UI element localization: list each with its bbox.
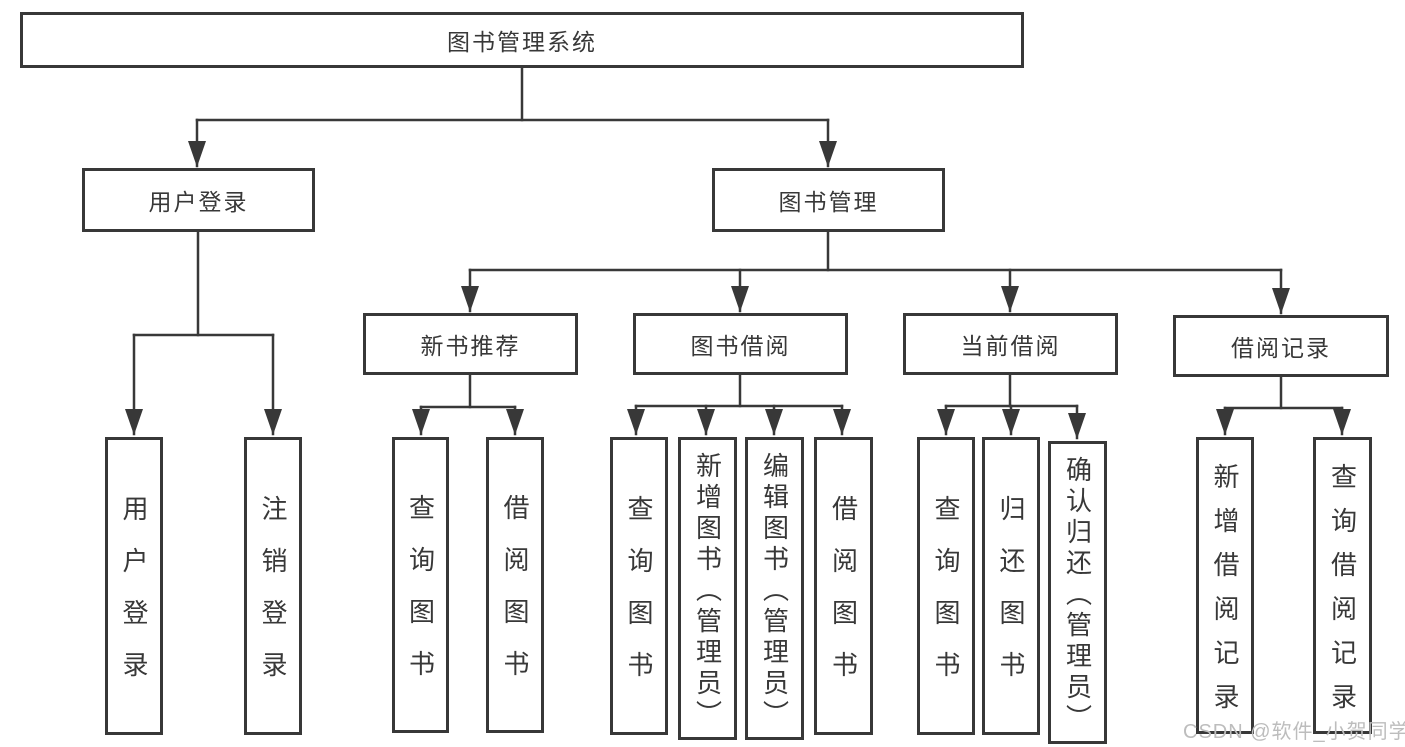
leaf-user-login: 用户登录 <box>105 437 163 735</box>
leaf-query-book-borrow: 查询图书 <box>610 437 668 735</box>
node-label: 借阅图书 <box>828 495 859 703</box>
node-label: 借阅图书 <box>500 494 530 702</box>
leaf-logout-login: 注销登录 <box>244 437 302 735</box>
node-label: 图书管理 <box>778 189 879 215</box>
node-label: 新书推荐 <box>420 333 521 359</box>
leaf-query-book-recommend: 查询图书 <box>392 437 449 733</box>
node-library-system: 图书管理系统 <box>20 12 1024 68</box>
leaf-query-borrow-record: 查询借阅记录 <box>1313 437 1372 734</box>
node-label: 查询图书 <box>405 494 436 702</box>
node-label: 图书借阅 <box>690 333 791 359</box>
node-label: 用户登录 <box>148 189 249 215</box>
node-user-login: 用户登录 <box>82 168 315 232</box>
leaf-borrow-book: 借阅图书 <box>814 437 873 735</box>
node-label: 当前借阅 <box>960 333 1061 359</box>
node-label: 编辑图书（管理员） <box>759 451 790 731</box>
node-current-borrow: 当前借阅 <box>903 313 1118 375</box>
leaf-add-book-admin: 新增图书（管理员） <box>678 437 737 740</box>
leaf-add-borrow-record: 新增借阅记录 <box>1196 437 1254 734</box>
node-label: 新增图书（管理员） <box>692 451 723 731</box>
node-label: 确认归还（管理员） <box>1062 455 1093 735</box>
leaf-confirm-return-admin: 确认归还（管理员） <box>1048 441 1107 744</box>
node-label: 借阅记录 <box>1231 335 1331 361</box>
leaf-edit-book-admin: 编辑图书（管理员） <box>745 437 804 740</box>
node-book-borrow: 图书借阅 <box>633 313 848 375</box>
leaf-return-book: 归还图书 <box>982 437 1040 735</box>
node-new-book-recommend: 新书推荐 <box>363 313 578 375</box>
node-book-management: 图书管理 <box>712 168 945 232</box>
node-label: 查询图书 <box>624 495 654 703</box>
node-label: 图书管理系统 <box>447 29 597 55</box>
node-label: 查询借阅记录 <box>1327 462 1358 727</box>
node-label: 注销登录 <box>258 495 288 703</box>
node-label: 新增借阅记录 <box>1210 462 1240 727</box>
node-label: 查询图书 <box>931 495 961 703</box>
node-label: 用户登录 <box>119 495 149 703</box>
leaf-borrow-book-recommend: 借阅图书 <box>486 437 544 733</box>
node-borrow-records: 借阅记录 <box>1173 315 1389 377</box>
watermark: CSDN @软件_小贺同学 <box>1183 721 1405 743</box>
leaf-query-book-current: 查询图书 <box>917 437 975 735</box>
node-label: 归还图书 <box>996 495 1026 703</box>
